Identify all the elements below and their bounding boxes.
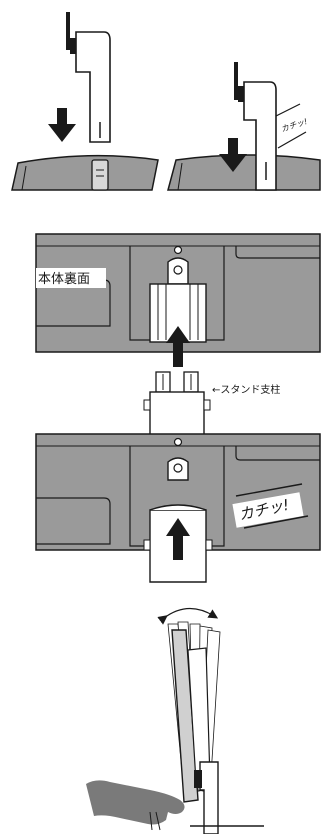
step1-panel: カチッ! [11, 12, 321, 191]
base-hinge [91, 159, 109, 191]
stand-base-left [11, 154, 159, 191]
step3-panel: カチッ! [35, 433, 321, 583]
tilt-arrow-icon [157, 607, 219, 625]
up-arrow-step3 [166, 518, 190, 560]
stand-column-label: ←スタンド支柱 [212, 383, 280, 396]
rear-body-label: 本体裏面 [38, 272, 90, 287]
monitor-side [171, 629, 211, 803]
stand-base-right [167, 154, 321, 191]
hand-icon [86, 780, 185, 825]
up-arrow-step2 [166, 326, 190, 367]
screw-icon [173, 437, 183, 447]
down-arrow-right [219, 138, 247, 172]
stand-column-left [66, 12, 111, 143]
step2-panel: 本体裏面 ←スタンド支柱 [35, 233, 321, 437]
click-label-small: カチッ! [280, 117, 309, 134]
step4-panel [86, 607, 264, 834]
stand-column-right [234, 62, 277, 191]
down-arrow-left [48, 108, 76, 142]
stand-column-top [143, 371, 211, 437]
screw-icon [173, 245, 183, 255]
stand-neck [190, 761, 264, 834]
